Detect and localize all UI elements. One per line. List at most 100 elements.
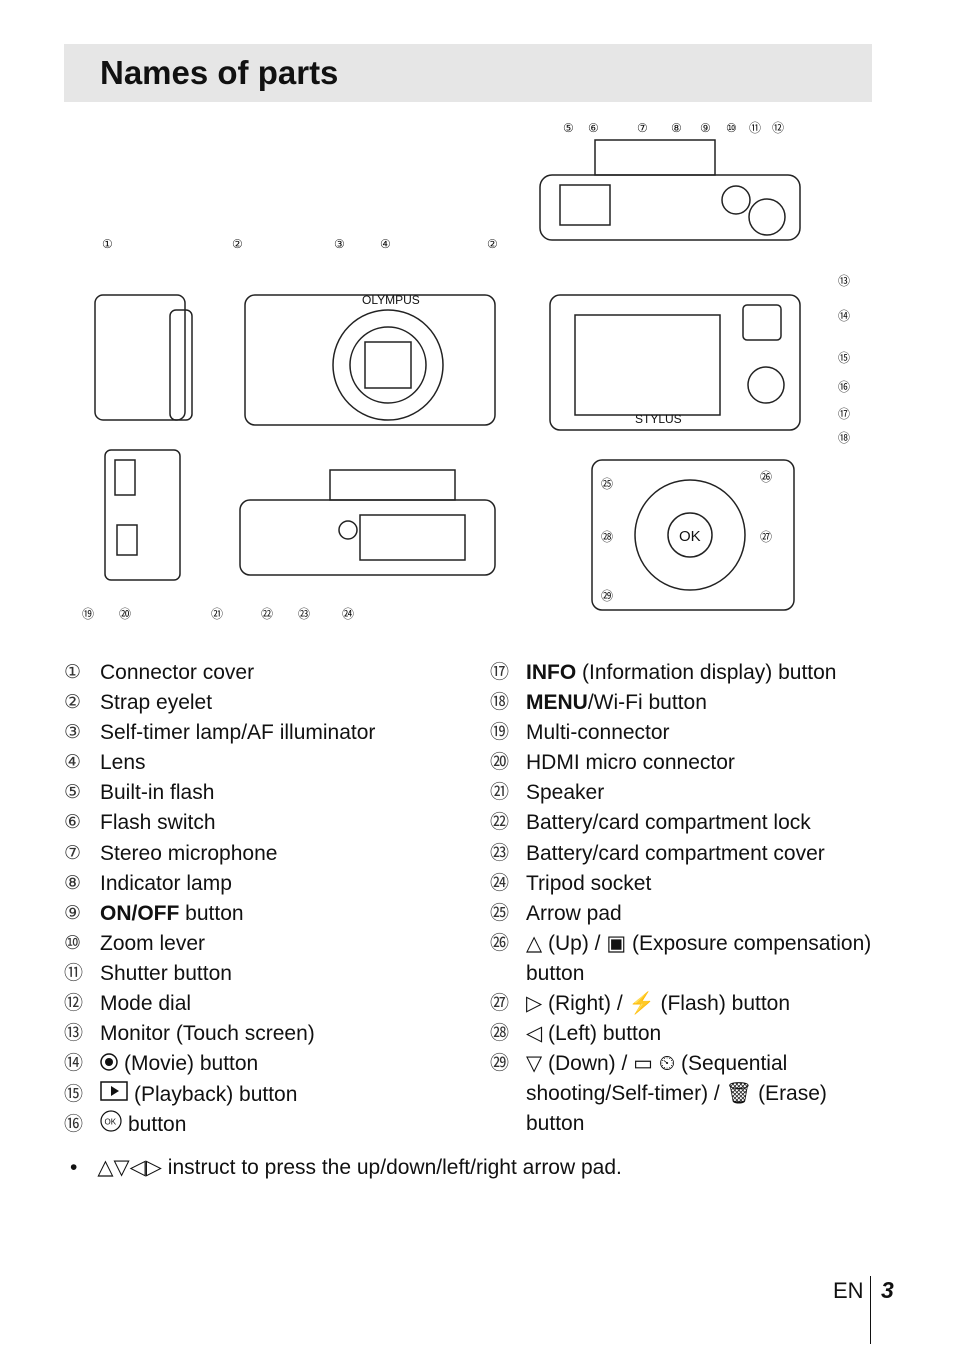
part-label: Stereo microphone (100, 841, 278, 865)
part-label: Lens (100, 751, 146, 775)
callout-29: ㉙ (601, 589, 613, 603)
part-label: Shutter button (100, 961, 232, 985)
part-number: ㉗ (490, 993, 510, 1015)
camera-diagram: OLYMPUS STYLUS OK (60, 110, 880, 640)
part-label: /Wi-Fi button (587, 691, 707, 715)
callout-2a: ② (232, 237, 243, 251)
part-description: △ (Up) / ▣ (Exposure compensation) butto… (526, 929, 890, 989)
part-number: ⑬ (64, 1023, 84, 1045)
part-description: Mode dial (100, 989, 474, 1019)
connector-closeup (104, 449, 181, 581)
part-list-item: ⑨ ON/OFF button (64, 899, 474, 929)
callout-12: ⑫ (772, 121, 784, 135)
part-label: Indicator lamp (100, 871, 232, 895)
part-number: ⑪ (64, 962, 84, 984)
callout-7: ⑦ (637, 121, 648, 135)
callout-19: ⑲ (82, 607, 94, 621)
part-number: ⑭ (64, 1053, 84, 1075)
svg-text:OK: OK (105, 1118, 117, 1127)
part-description: Flash switch (100, 808, 474, 838)
part-number: ⑨ (64, 902, 82, 924)
callout-25: ㉕ (601, 477, 613, 491)
part-description: Indicator lamp (100, 869, 474, 899)
part-label: Built-in flash (100, 781, 215, 805)
part-description: ▽ (Down) / ▭ ⏲ (Sequential shooting/Self… (526, 1049, 890, 1139)
part-description: Lens (100, 748, 474, 778)
part-list-item: ⑮(Playback) button (64, 1080, 474, 1111)
part-number: ㉖ (490, 932, 510, 954)
part-number: ㉙ (490, 1053, 510, 1075)
callout-18: ⑱ (838, 431, 850, 445)
callout-9: ⑨ (700, 121, 711, 135)
footer-divider (870, 1276, 871, 1344)
part-list-item: ㉒ Battery/card compartment lock (490, 808, 890, 838)
part-number: ㉓ (490, 842, 510, 864)
part-label: ▷ (Right) / ⚡ (Flash) button (526, 992, 791, 1016)
part-list-item: ㉕ Arrow pad (490, 899, 890, 929)
part-list-item: ㉗ ▷ (Right) / ⚡ (Flash) button (490, 989, 890, 1019)
callout-27: ㉗ (760, 530, 772, 544)
part-label-bold: ON/OFF (100, 901, 180, 925)
part-label-bold: MENU (526, 691, 588, 715)
part-label: (Movie) button (124, 1052, 259, 1076)
part-list-item: ⑬ Monitor (Touch screen) (64, 1019, 474, 1049)
part-number: ㉕ (490, 902, 510, 924)
part-label: Self-timer lamp/AF illuminator (100, 721, 376, 745)
back-view: STYLUS (549, 294, 801, 431)
part-number: ⑥ (64, 812, 82, 834)
part-description: Arrow pad (526, 899, 890, 929)
part-list-item: ④ Lens (64, 748, 474, 778)
part-label: button (128, 1113, 187, 1137)
part-description: INFO (Information display) button (526, 658, 890, 688)
part-description: ▷ (Right) / ⚡ (Flash) button (526, 989, 890, 1019)
part-number: ⑤ (64, 782, 82, 804)
movie-icon (100, 1050, 118, 1080)
part-number: ㉒ (490, 812, 510, 834)
part-label: Strap eyelet (100, 691, 213, 715)
part-label: △ (Up) / ▣ (Exposure compensation) butto… (526, 931, 872, 985)
part-description: Self-timer lamp/AF illuminator (100, 718, 474, 748)
part-number: ④ (64, 752, 82, 774)
top-view (539, 139, 801, 241)
part-label-bold: INFO (526, 661, 577, 684)
part-number: ② (64, 692, 82, 714)
part-number: ㉔ (490, 872, 510, 894)
note-text: △▽◁▷ instruct to press the up/down/left/… (97, 1156, 622, 1179)
callout-16: ⑯ (838, 380, 850, 394)
playback-icon (100, 1080, 128, 1110)
title-bar: Names of parts (64, 44, 872, 102)
part-label: Tripod socket (526, 871, 652, 895)
part-description: Multi-connector (526, 718, 890, 748)
part-description: Zoom lever (100, 929, 474, 959)
part-description: MENU/Wi-Fi button (526, 688, 890, 718)
part-description: Monitor (Touch screen) (100, 1019, 474, 1049)
part-description: Connector cover (100, 658, 474, 688)
part-number: ㉘ (490, 1023, 510, 1045)
part-number: ⑮ (64, 1083, 84, 1105)
part-description: Shutter button (100, 959, 474, 989)
part-description: Tripod socket (526, 869, 890, 899)
part-description: ◁ (Left) button (526, 1019, 890, 1049)
part-description: ON/OFF button (100, 899, 474, 929)
callout-28: ㉘ (601, 530, 613, 544)
callout-24: ㉔ (342, 607, 354, 621)
part-description: Stereo microphone (100, 839, 474, 869)
part-description: OK button (100, 1110, 474, 1141)
callout-5: ⑤ (563, 121, 574, 135)
ok-label: OK (679, 528, 701, 545)
part-list-item: ⑪ Shutter button (64, 959, 474, 989)
footer: EN 3 (0, 1276, 954, 1346)
part-description: Battery/card compartment lock (526, 808, 890, 838)
part-number: ⑳ (490, 752, 510, 774)
callout-11: ⑪ (749, 121, 761, 135)
callout-13: ⑬ (838, 274, 850, 288)
